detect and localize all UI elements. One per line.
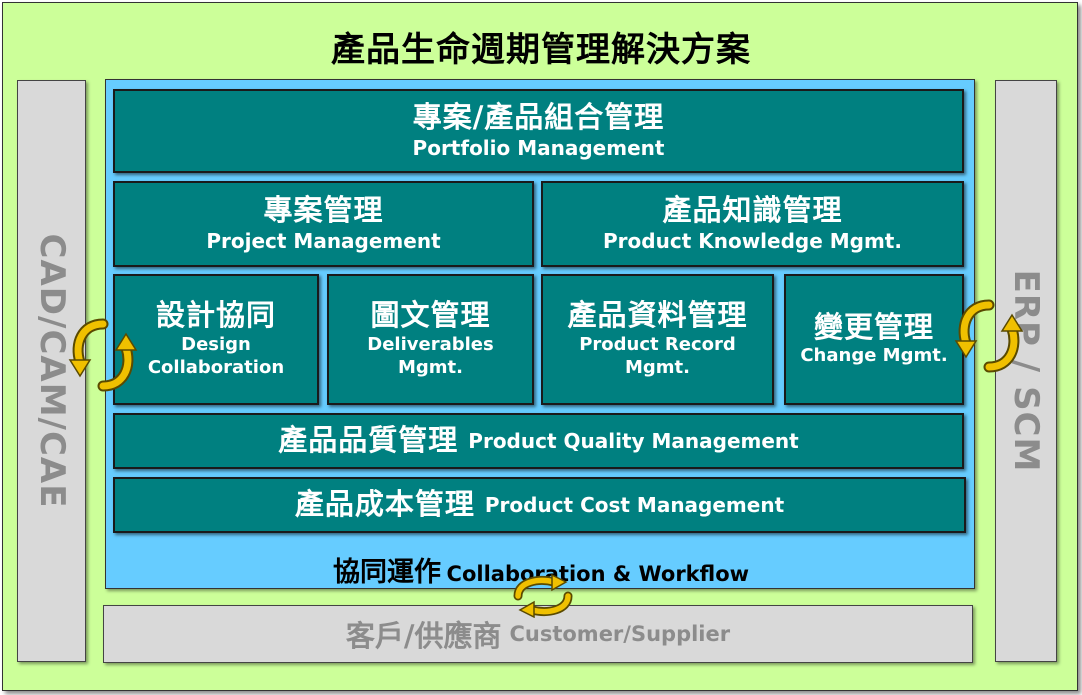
collaboration-en: Collaboration & Workflow — [446, 562, 750, 586]
record-module: 產品資料管理 Product Record Mgmt. — [541, 274, 774, 405]
cost-module: 產品成本管理 Product Cost Management — [113, 477, 966, 533]
record-en-2: Mgmt. — [625, 357, 690, 379]
deliverables-en-2: Mgmt. — [398, 357, 463, 379]
cycle-arrows-icon — [954, 299, 1024, 373]
diagram-title: 產品生命週期管理解決方案 — [331, 30, 751, 70]
left-side-bar: CAD/CAM/CAE — [17, 80, 86, 662]
design-en-2: Collaboration — [147, 357, 285, 379]
quality-module: 產品品質管理 Product Quality Management — [113, 413, 964, 469]
cost-en: Product Cost Management — [484, 493, 785, 517]
portfolio-zh: 專案/產品組合管理 — [412, 100, 665, 135]
customer-en: Customer/Supplier — [509, 622, 731, 646]
knowledge-en: Product Knowledge Mgmt. — [603, 228, 902, 253]
deliverables-en-1: Deliverables — [367, 333, 494, 355]
record-en-1: Product Record — [579, 333, 736, 355]
collaboration-zh: 協同運作 — [332, 557, 441, 588]
project-en: Project Management — [206, 228, 441, 253]
design-en-1: Design — [181, 333, 251, 355]
record-zh: 產品資料管理 — [567, 298, 748, 333]
portfolio-module: 專案/產品組合管理 Portfolio Management — [113, 89, 964, 173]
knowledge-zh: 產品知識管理 — [662, 193, 843, 228]
change-zh: 變更管理 — [813, 310, 934, 345]
cycle-arrows-icon — [513, 574, 573, 618]
collaboration-label: 協同運作 Collaboration & Workflow — [0, 550, 1082, 589]
change-en: Change Mgmt. — [800, 345, 948, 367]
project-zh: 專案管理 — [263, 193, 384, 228]
quality-zh: 產品品質管理 — [278, 423, 459, 458]
design-zh: 設計協同 — [155, 298, 276, 333]
cost-zh: 產品成本管理 — [294, 487, 475, 522]
change-module: 變更管理 Change Mgmt. — [784, 274, 964, 405]
deliverables-zh: 圖文管理 — [370, 298, 491, 333]
customer-zh: 客戶/供應商 — [345, 619, 502, 653]
project-module: 專案管理 Project Management — [113, 181, 534, 267]
cycle-arrows-icon — [68, 318, 138, 392]
knowledge-module: 產品知識管理 Product Knowledge Mgmt. — [541, 181, 964, 267]
portfolio-en: Portfolio Management — [412, 135, 665, 160]
left-side-label: CAD/CAM/CAE — [31, 233, 72, 509]
design-module: 設計協同 Design Collaboration — [113, 274, 319, 405]
quality-en: Product Quality Management — [468, 429, 799, 453]
deliverables-module: 圖文管理 Deliverables Mgmt. — [327, 274, 534, 405]
